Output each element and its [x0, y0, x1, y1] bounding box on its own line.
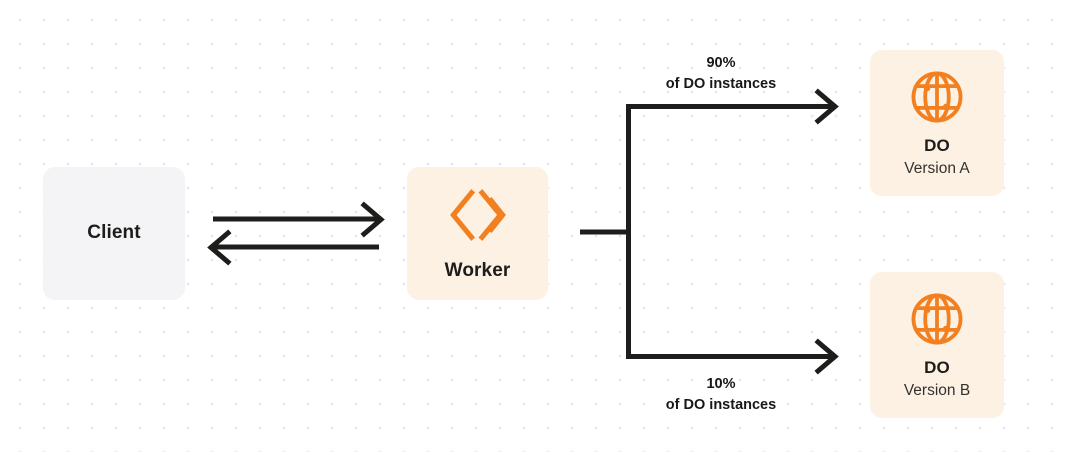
edge-label-do-a-percent: 90% [706, 55, 736, 71]
edge-label-do-a-description: of DO instances [665, 76, 777, 93]
cloudflare-workers-icon [447, 184, 509, 246]
edge-label-do-a: 90% of DO instances [604, 53, 838, 95]
worker-node-title: Worker [444, 260, 511, 282]
do-a-node-subtitle: Version A [904, 160, 970, 177]
do-b-node-title: DO [924, 357, 950, 377]
do-b-node-subtitle: Version B [903, 382, 971, 399]
edge-label-do-b-description: of DO instances [665, 397, 777, 414]
edge-label-do-b: 10% of DO instances [604, 374, 838, 416]
client-node[interactable]: Client [43, 167, 185, 300]
client-node-title: Client [87, 222, 141, 244]
worker-to-client-arrow [207, 229, 379, 266]
worker-to-do-b-arrow [626, 338, 839, 375]
durable-object-version-a-node[interactable]: DO Version A [870, 50, 1004, 196]
globe-icon [908, 290, 966, 348]
client-to-worker-arrow [213, 201, 385, 238]
globe-icon [908, 68, 966, 126]
do-a-node-title: DO [924, 135, 950, 155]
worker-to-do-a-arrow [626, 88, 839, 125]
edge-label-do-b-percent: 10% [706, 376, 736, 392]
worker-node[interactable]: Worker [407, 167, 548, 300]
durable-object-version-b-node[interactable]: DO Version B [870, 272, 1004, 418]
